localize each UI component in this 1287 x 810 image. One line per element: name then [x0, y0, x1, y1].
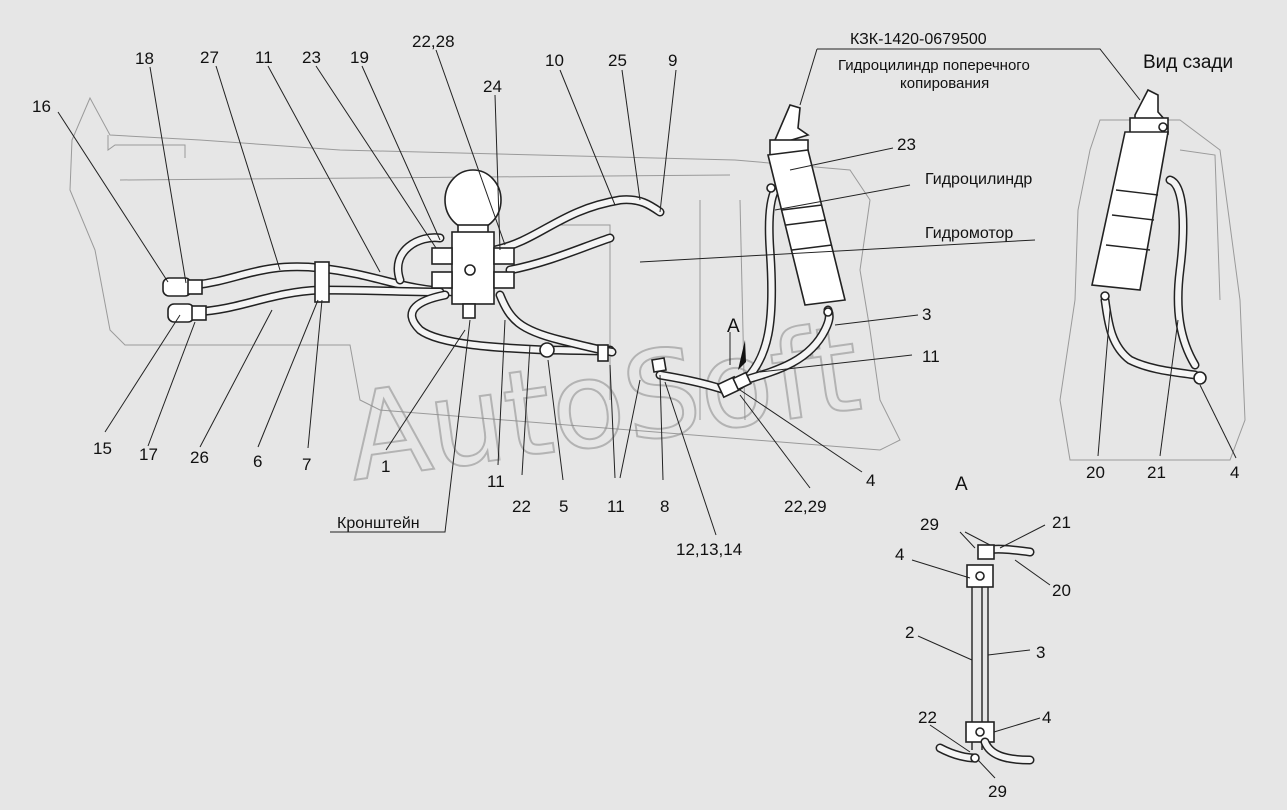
- callout-4-b: 4: [1230, 463, 1239, 482]
- leader-lines: [57, 48, 1237, 779]
- machine-frame-outline: [69, 96, 1246, 461]
- clamp-5: [539, 342, 555, 358]
- callout-4-a: 4: [866, 471, 875, 490]
- fitting-22-29: [597, 344, 752, 399]
- hydrocylinder-rear: [1091, 88, 1207, 385]
- callout-4-d: 4: [1042, 708, 1051, 727]
- detail-view-a: [935, 544, 1035, 765]
- hydrocylinder-main: [766, 104, 846, 317]
- callout-27: 27: [200, 48, 219, 67]
- callout-11-a: 11: [255, 48, 273, 67]
- callout-11-d: 11: [607, 497, 625, 516]
- callout-18: 18: [135, 49, 154, 68]
- clamp-6-7: [314, 261, 330, 303]
- callout-22-a: 22: [512, 497, 531, 516]
- callout-22-28: 22,28: [412, 32, 455, 51]
- callout-15: 15: [93, 439, 112, 458]
- callout-20-b: 20: [1052, 581, 1071, 600]
- callout-9: 9: [668, 51, 677, 70]
- callout-29-a: 29: [920, 515, 939, 534]
- callout-20-a: 20: [1086, 463, 1105, 482]
- callout-11-c: 11: [487, 472, 505, 491]
- callout-26: 26: [190, 448, 209, 467]
- callout-12-13-14: 12,13,14: [676, 540, 742, 559]
- callout-29-b: 29: [988, 782, 1007, 801]
- bracket-label: Кронштейн: [337, 515, 420, 532]
- callout-4-c: 4: [895, 545, 904, 564]
- callout-21-b: 21: [1052, 513, 1071, 532]
- arrow-a: [738, 340, 746, 370]
- callout-24: 24: [483, 77, 502, 96]
- callout-10: 10: [545, 51, 564, 70]
- title-code: КЗК-1420-0679500: [850, 31, 987, 48]
- valve-block: [431, 169, 515, 319]
- quick-coupling-15: [167, 303, 207, 323]
- callout-11-b: 11: [922, 347, 940, 366]
- callout-2: 2: [905, 623, 914, 642]
- callout-23-a: 23: [302, 48, 321, 67]
- callout-25: 25: [608, 51, 627, 70]
- hydromotor-label: Гидромотор: [925, 225, 1013, 242]
- callout-5: 5: [559, 497, 568, 516]
- title-desc-1: Гидроцилиндр поперечного: [838, 57, 1030, 74]
- callout-16: 16: [32, 97, 51, 116]
- callout-7: 7: [302, 455, 311, 474]
- callout-3-b: 3: [1036, 643, 1045, 662]
- callout-6: 6: [253, 452, 262, 471]
- callout-labels: КЗК-1420-0679500 Гидроцилиндр поперечног…: [32, 31, 1239, 801]
- callout-3-a: 3: [922, 305, 931, 324]
- quick-coupling-16: [162, 277, 203, 297]
- callout-8: 8: [660, 497, 669, 516]
- rear-view-label: Вид сзади: [1143, 52, 1233, 73]
- callout-21-a: 21: [1147, 463, 1166, 482]
- callout-23-b: 23: [897, 135, 916, 154]
- callout-22-29: 22,29: [784, 497, 827, 516]
- callout-1: 1: [381, 457, 390, 476]
- callout-19: 19: [350, 48, 369, 67]
- hydrocylinder-label: Гидроцилиндр: [925, 171, 1032, 188]
- callout-17: 17: [139, 445, 158, 464]
- detail-a-title: А: [955, 474, 968, 495]
- title-desc-2: копирования: [900, 75, 989, 92]
- section-a-marker: А: [727, 316, 740, 337]
- callout-22-b: 22: [918, 708, 937, 727]
